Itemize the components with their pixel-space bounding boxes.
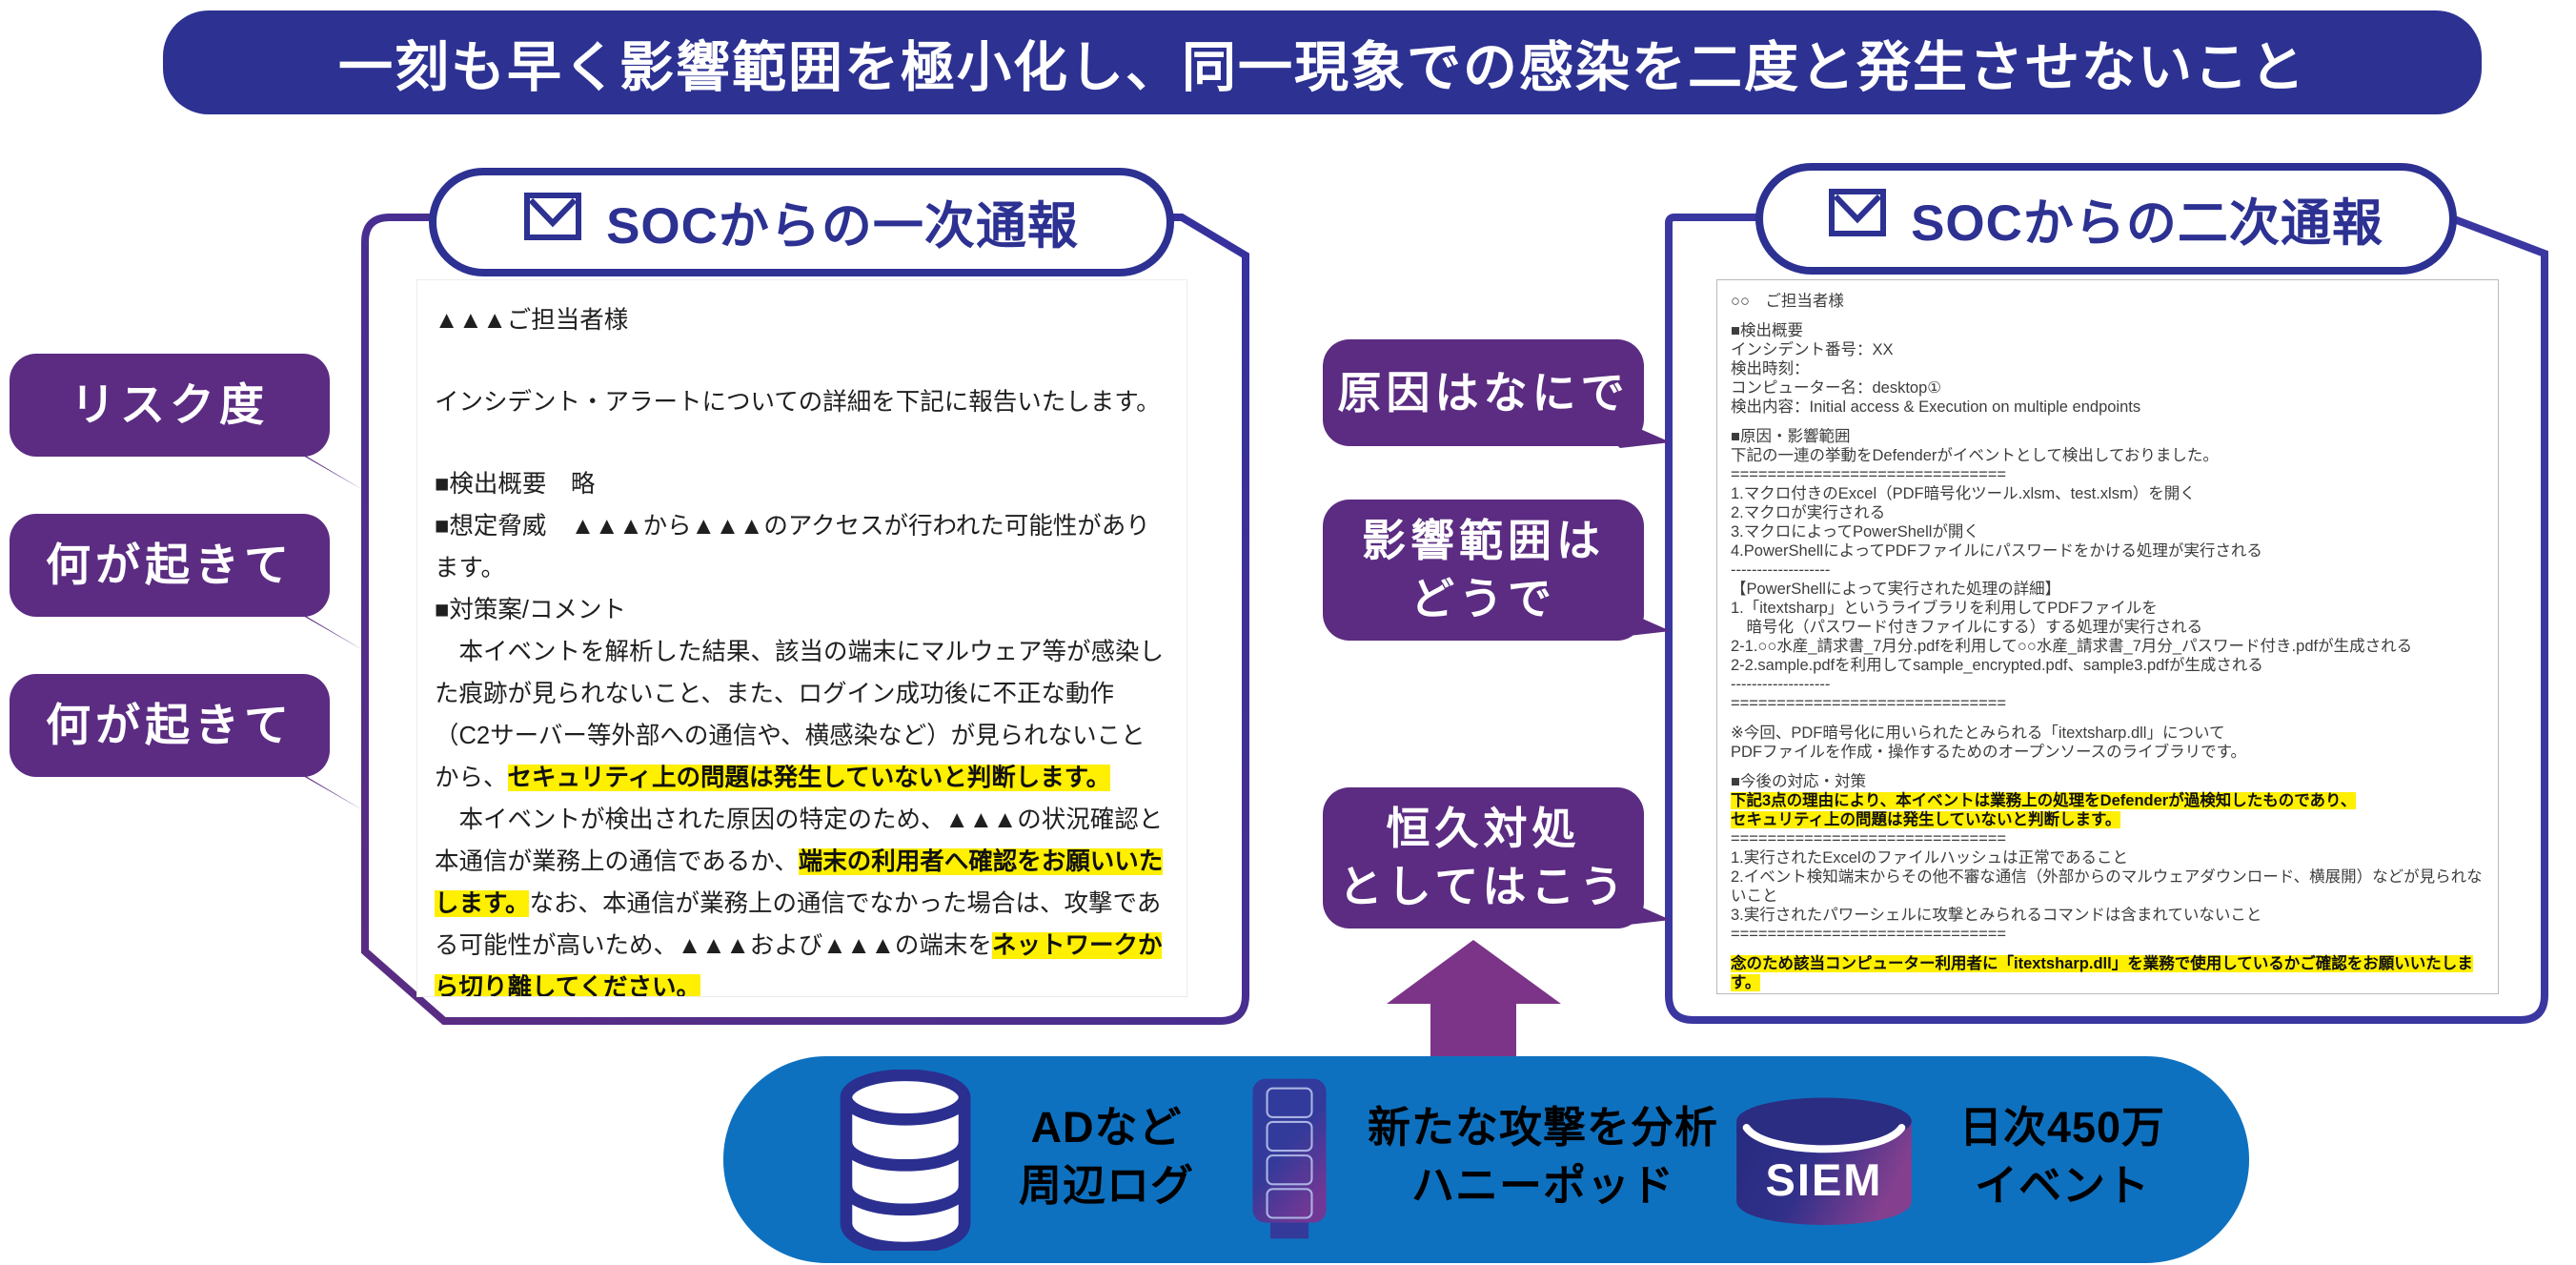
secondary-panel-frame — [1665, 214, 2548, 1024]
doc-line: 【PowerShellによって実行された処理の詳細】 — [1731, 581, 2061, 598]
doc-line — [435, 423, 1167, 463]
primary-report-title: SOCからの一次通報 — [606, 198, 1079, 255]
doc-line: 4.PowerShellによってPDFファイルにパスワードをかける処理が実行され… — [1731, 542, 2262, 560]
doc-line: コンピューター名：desktop① — [1731, 379, 1942, 397]
callout-label: リスク度 — [71, 378, 269, 430]
doc-line: ※今回、PDF暗号化に用いられたとみられる「itextsharp.dll」につい… — [1731, 724, 2225, 742]
up-arrow — [1387, 940, 1561, 1063]
doc-line: 検出時刻： — [1731, 360, 1810, 377]
envelope-icon — [524, 192, 582, 253]
doc-line: 暗号化（パスワード付きファイルにする）する処理が実行される — [1731, 619, 2203, 636]
primary-report-header: SOCからの一次通報 — [429, 168, 1174, 276]
doc-line: ■検出概要 略 — [435, 471, 596, 498]
doc-line — [435, 341, 1167, 381]
callout-label: 影響範囲は どうで — [1362, 516, 1605, 623]
callout-what-happened-1: 何が起きて — [10, 514, 330, 617]
honeypot-label: 新たな攻撃を分析 ハニーポッド — [1367, 1103, 1718, 1210]
doc-line: ■対策案/コメント — [435, 597, 626, 623]
doc-line: 2-1.○○水産_請求書_7月分.pdfを利用して○○水産_請求書_7月分_パス… — [1731, 638, 2413, 655]
doc-line: 1.マクロ付きのExcel（PDF暗号化ツール.xlsm、test.xlsm）を… — [1731, 485, 2196, 502]
doc-line: 本イベントが検出された原因の特定のため、▲▲▲の状況確認と本通信が業務上の通信で… — [435, 799, 1167, 996]
doc-line: 3.実行されたパワーシェルに攻撃とみられるコマンドは含まれていないこと — [1731, 907, 2262, 924]
callout-cause: 原因はなにで — [1323, 339, 1644, 446]
doc-line: 下記の一連の挙動をDefenderがイベントとして検出しておりました。 — [1731, 447, 2219, 464]
doc-line — [1731, 311, 2485, 321]
doc-line: 下記3点の理由により、本イベントは業務上の処理をDefenderが過検知したもの… — [1731, 792, 2357, 809]
doc-line: ▲▲▲ご担当者様 — [435, 307, 629, 334]
honeypot-icon — [1246, 1077, 1333, 1245]
doc-line — [1731, 417, 2485, 427]
doc-line: 2.イベント検知端末からその他不審な通信（外部からのマルウェアダウンロード、横展… — [1731, 868, 2483, 905]
envelope-icon — [1829, 189, 1887, 249]
doc-line — [1731, 944, 2485, 954]
daily-events-label: 日次450万 イベント — [1958, 1103, 2166, 1210]
siem-label: SIEM — [1765, 1154, 1883, 1205]
callout-impact-scope: 影響範囲は どうで — [1323, 500, 1644, 641]
doc-line: ------------------- — [1731, 561, 1831, 579]
callout-label: 原因はなにで — [1337, 367, 1630, 418]
doc-line: ============================== — [1731, 466, 2007, 483]
soc-data-sources-bar: ADなど 周辺ログ 新たな攻撃を分析 ハニーポッド — [723, 1056, 2249, 1263]
doc-line: 念のため該当コンピューター利用者に「itextsharp.dll」を業務で使用し… — [1731, 955, 2473, 991]
doc-line: ○○ ご担当者様 — [1731, 293, 1844, 310]
doc-line — [1731, 762, 2485, 772]
secondary-report-header: SOCからの二次通報 — [1755, 163, 2457, 275]
primary-panel-frame — [361, 214, 1249, 1025]
secondary-report-document: ○○ ご担当者様 ■検出概要インシデント番号：XX 検出時刻： コンピューター名：de… — [1716, 279, 2499, 994]
doc-line: 2-2.sample.pdfを利用してsample_encrypted.pdf、… — [1731, 657, 2263, 674]
callout-permanent-fix: 恒久対処 としてはこう — [1323, 787, 1644, 928]
doc-line: ============================== — [1731, 830, 2007, 847]
doc-line: ■検出概要 — [1731, 322, 1803, 339]
doc-line: ■想定脅威 ▲▲▲から▲▲▲のアクセスが行われた可能性があります。 — [435, 513, 1150, 581]
doc-line: ■原因・影響範囲 — [1731, 428, 1851, 445]
doc-line — [1731, 713, 2485, 724]
page-title: 一刻も早く影響範囲を極小化し、同一現象での感染を二度と発生させないこと — [338, 36, 2306, 98]
doc-line: 検出内容：Initial access & Execution on multi… — [1731, 398, 2141, 416]
callout-label: 何が起きて — [46, 539, 294, 590]
doc-line: 3.マクロによってPowerShellが開く — [1731, 523, 1979, 541]
callout-risk-level: リスク度 — [10, 354, 330, 457]
doc-line: セキュリティ上の問題は発生していないと判断します。 — [1731, 811, 2121, 828]
doc-line: ============================== — [1731, 926, 2007, 943]
doc-line: ------------------- — [1731, 676, 1831, 693]
doc-line: 本イベントを解析した結果、該当の端末にマルウェア等が感染した痕跡が見られないこと… — [435, 639, 1165, 791]
doc-line: PDFファイルを作成・操作するためのオープンソースのライブラリです。 — [1731, 744, 2247, 761]
doc-line: ■今後の対応・対策 — [1731, 773, 1866, 790]
ad-logs-label: ADなど 周辺ログ — [1018, 1103, 1194, 1210]
doc-line: 1.実行されたExcelのファイルハッシュは正常であること — [1731, 849, 2128, 867]
doc-line: ============================== — [1731, 695, 2007, 712]
page-title-banner: 一刻も早く影響範囲を極小化し、同一現象での感染を二度と発生させないこと — [163, 10, 2482, 114]
callout-label: 何が起きて — [46, 699, 294, 750]
doc-line: インシデント・アラートについての詳細を下記に報告いたします。 — [435, 389, 1161, 416]
doc-line: インシデント番号：XX — [1731, 341, 1894, 358]
callout-label: 恒久対処 としてはこう — [1338, 804, 1629, 911]
doc-line: 2.マクロが実行される — [1731, 504, 1886, 521]
doc-line: 1.「itextsharp」というライブラリを利用してPDFファイルを — [1731, 600, 2158, 617]
callout-what-happened-2: 何が起きて — [10, 674, 330, 777]
secondary-report-title: SOCからの二次通報 — [1911, 194, 2383, 252]
siem-cylinder-icon: SIEM — [1720, 1094, 1928, 1228]
database-icon — [830, 1069, 981, 1255]
primary-report-document: ▲▲▲ご担当者様インシデント・アラートについての詳細を下記に報告いたします。 ■検… — [416, 279, 1187, 997]
